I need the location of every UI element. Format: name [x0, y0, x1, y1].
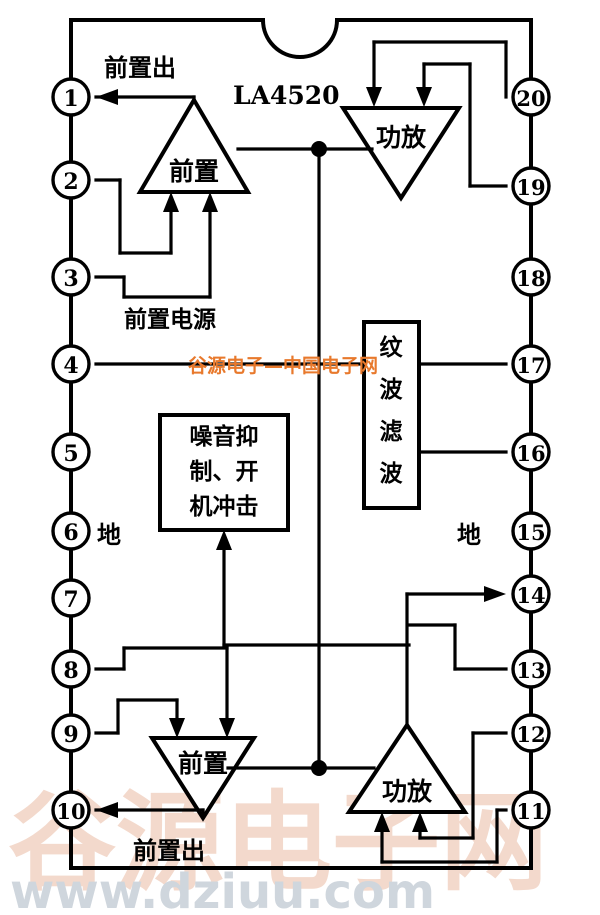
arrow-poweramp-top-in-b — [416, 87, 432, 107]
junction-dot-top — [311, 141, 327, 157]
pin-7[interactable]: 7 — [51, 578, 91, 618]
pin-11[interactable]: 11 — [511, 790, 551, 830]
pin-20[interactable]: 20 — [511, 77, 551, 117]
pin-9[interactable]: 9 — [51, 713, 91, 753]
pin-20-number: 20 — [516, 86, 545, 111]
pin-1-number: 1 — [63, 86, 78, 112]
block-ripple-filter: 纹 波 滤 波 — [362, 320, 421, 510]
preamp-top-input-a-wire — [94, 178, 179, 255]
pin-18[interactable]: 18 — [511, 257, 551, 297]
preamp-bottom-input-b-wire — [94, 646, 235, 738]
noise-mute-line-2: 制、开 — [190, 459, 259, 485]
pin-13-number: 13 — [516, 658, 545, 683]
ripple-filter-char-1: 纹 — [380, 334, 404, 361]
pin-15-number: 15 — [516, 520, 545, 545]
pin-15-label: 地 — [457, 521, 481, 549]
pin-4[interactable]: 4 — [51, 344, 91, 384]
annotation-preamp-supply: 前置电源 — [124, 306, 216, 333]
pin-3[interactable]: 3 — [51, 257, 91, 297]
pin-2[interactable]: 2 — [51, 160, 91, 200]
pin-6-label: 地 — [97, 521, 121, 549]
pin-16[interactable]: 16 — [511, 432, 551, 472]
block-poweramp-bottom: 功放 — [345, 721, 469, 814]
pin-14-number: 14 — [516, 583, 545, 608]
junction-dot-bottom — [311, 760, 327, 776]
block-noise-mute: 噪音抑 制、开 机冲击 — [158, 413, 290, 532]
noise-mute-line-1: 噪音抑 — [190, 423, 259, 450]
block-poweramp-top: 功放 — [339, 106, 463, 202]
ripple-filter-char-4: 波 — [380, 461, 404, 487]
pin-11-number: 11 — [516, 799, 545, 824]
pin-6-number: 6 — [63, 520, 78, 546]
watermark-url-text: www.dziuu.com — [10, 864, 435, 915]
pin-14[interactable]: 14 — [511, 574, 551, 614]
pin-1-label: 前置出 — [104, 54, 176, 82]
pin-8[interactable]: 8 — [51, 649, 91, 689]
pin-17-number: 17 — [516, 353, 545, 378]
arrow-poweramp-bottom-in-a — [374, 812, 390, 832]
preamp-bottom-output-to-pin10-wire — [94, 802, 205, 819]
pin-15[interactable]: 15 — [511, 511, 551, 551]
arrow-to-pin10 — [96, 802, 118, 818]
pin-10[interactable]: 10 — [51, 790, 91, 830]
arrow-poweramp-bottom-in-b — [412, 812, 428, 832]
ic-package-outline — [69, 18, 533, 870]
poweramp-bottom-output-to-pin14-wire — [405, 586, 506, 728]
part-number-label: LA4520 — [233, 81, 340, 110]
ripple-filter-char-2: 波 — [380, 377, 404, 403]
poweramp-bottom-input-b-wire — [412, 731, 508, 840]
preamp-bottom-input-a-wire — [94, 698, 185, 738]
arrow-preamp-top-in-b — [202, 192, 218, 212]
pin-10-label: 前置出 — [133, 837, 205, 865]
arrow-poweramp-top-in-a — [366, 87, 382, 107]
pin-10-number: 10 — [56, 799, 85, 824]
noise-mute-line-3: 机冲击 — [190, 494, 259, 520]
pin-5-number: 5 — [63, 441, 78, 467]
ripple-filter-char-3: 滤 — [380, 419, 403, 445]
arrow-preamp-bottom-in-b — [219, 718, 235, 738]
block-preamp-bottom: 前置 — [148, 736, 258, 822]
preamp-top-input-b-wire — [94, 192, 218, 299]
poweramp-top-input-b-wire — [416, 62, 508, 188]
arrow-preamp-top-in-a — [163, 192, 179, 212]
block-poweramp-top-label: 功放 — [376, 123, 427, 152]
block-preamp-top-label: 前置 — [169, 157, 219, 186]
pin-12-number: 12 — [516, 722, 545, 747]
pin-5[interactable]: 5 — [51, 432, 91, 472]
watermark-url: www.dziuu.com — [10, 864, 435, 915]
pin-4-number: 4 — [63, 353, 78, 379]
pin-1[interactable]: 1 — [51, 77, 91, 117]
block-preamp-top: 前置 — [136, 96, 252, 194]
pin-17[interactable]: 17 — [511, 344, 551, 384]
pin-6[interactable]: 6 — [51, 511, 91, 551]
poweramp-bottom-input-a-wire — [374, 808, 508, 864]
pin-12[interactable]: 12 — [511, 713, 551, 753]
pin-13[interactable]: 13 — [511, 649, 551, 689]
pin13-feedback-wire — [407, 623, 508, 671]
pin-19[interactable]: 19 — [511, 166, 551, 206]
arrow-preamp-bottom-in-a — [169, 718, 185, 738]
pin-8-number: 8 — [63, 658, 78, 684]
arrow-to-pin1 — [96, 89, 118, 105]
pin-18-number: 18 — [516, 266, 545, 291]
pin-19-number: 19 — [516, 175, 545, 200]
pin-16-number: 16 — [516, 441, 545, 466]
pin-3-number: 3 — [63, 266, 78, 292]
pin-2-number: 2 — [63, 169, 78, 195]
block-poweramp-bottom-label: 功放 — [382, 777, 433, 806]
pin-9-number: 9 — [63, 722, 78, 748]
arrow-to-pin14 — [484, 586, 506, 602]
block-preamp-bottom-label: 前置 — [178, 749, 228, 778]
poweramp-top-input-a-wire — [366, 40, 508, 107]
pin-7-number: 7 — [63, 587, 78, 613]
watermark-overlay-text: 谷源电子—中国电子网 — [188, 354, 378, 377]
preamp-top-output-wire — [94, 89, 196, 105]
arrow-noise-mute-in — [216, 530, 232, 550]
noise-mute-input-wire — [216, 530, 411, 647]
